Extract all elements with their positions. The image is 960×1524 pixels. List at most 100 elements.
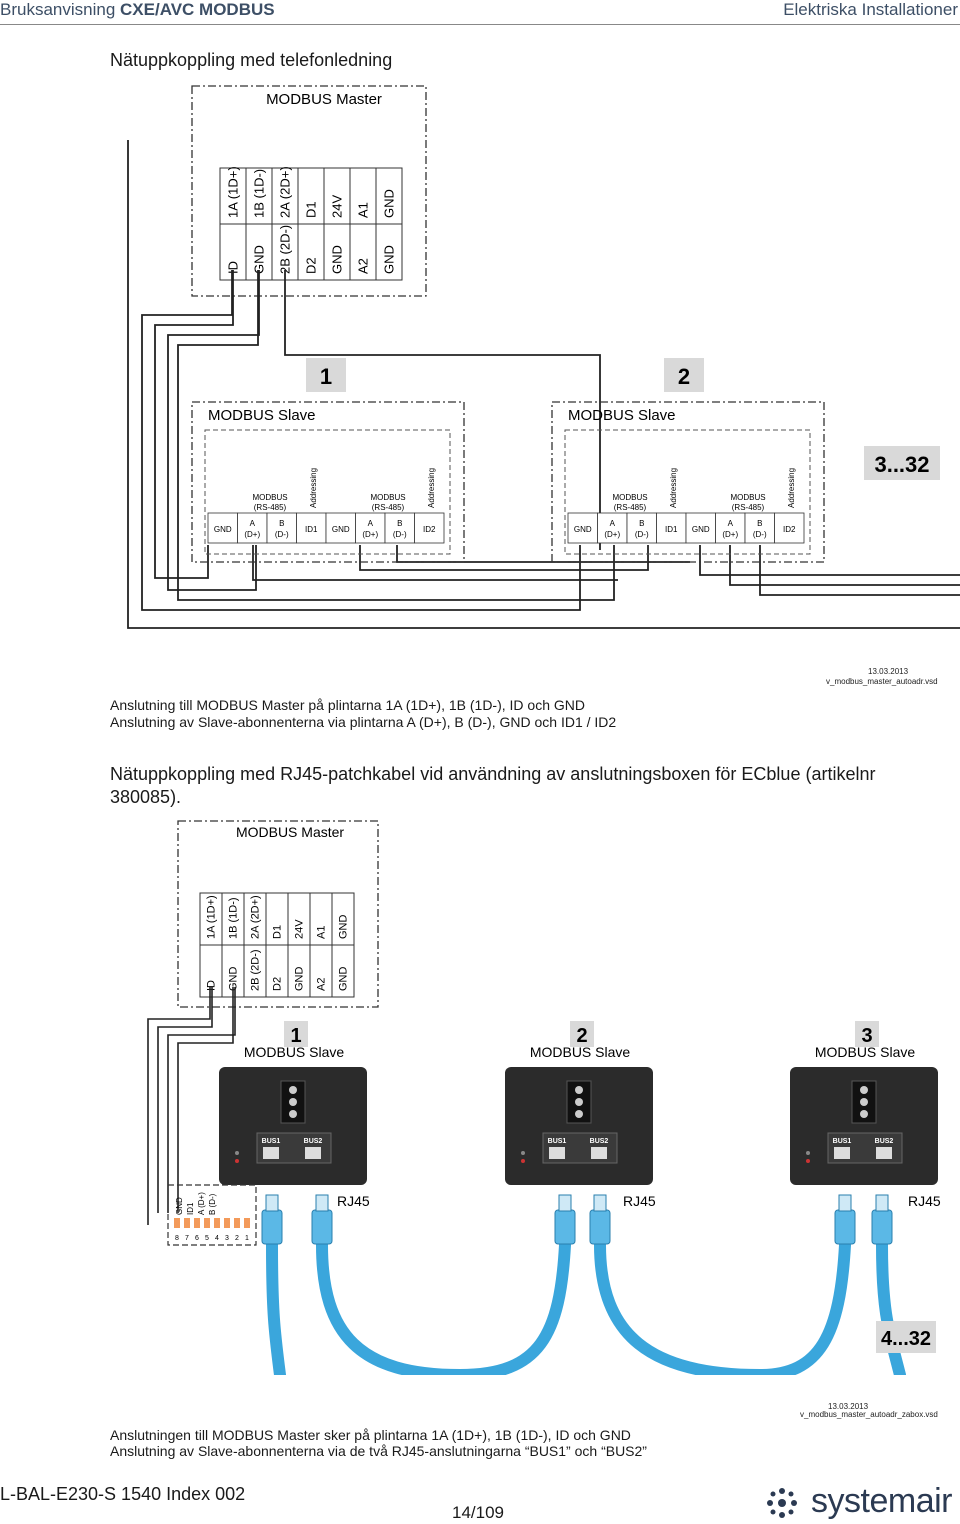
svg-text:3: 3 (225, 1235, 229, 1242)
d1-terminal-top-2: 2A (2D+) (277, 166, 292, 218)
slave2-terminal-2: B (639, 519, 644, 528)
svg-text:3: 3 (861, 1025, 872, 1047)
d1-terminal-bot-1: GND (251, 245, 266, 274)
d2-terminal-top-1: 1B (1D-) (228, 897, 240, 939)
slave2-modbus-group-0: MODBUS (612, 493, 647, 502)
svg-text:(RS-485): (RS-485) (614, 503, 647, 512)
svg-text:5: 5 (205, 1235, 209, 1242)
svg-text:4: 4 (215, 1235, 219, 1242)
range-badge-3-32 (864, 446, 940, 480)
slave2-terminal-0: GND (574, 525, 592, 534)
document-header: Bruksanvisning CXE/AVC MODBUS (0, 0, 275, 20)
svg-text:BUS1: BUS1 (262, 1138, 281, 1145)
doc-title: CXE/AVC MODBUS (120, 0, 275, 19)
slave2-terminal-6: B (757, 519, 762, 528)
master-label: MODBUS Master (266, 91, 382, 108)
systemair-logo: systemair (762, 1482, 952, 1523)
diagram2-caption-line2: Anslutning av Slave-abonnenterna via de … (110, 1443, 647, 1459)
slave1-terminal-3: ID1 (305, 525, 318, 534)
slave2-addressing-1: Addressing (787, 468, 796, 508)
slave2-modbus-group-1: MODBUS (730, 493, 765, 502)
svg-text:(D-): (D-) (275, 530, 289, 539)
d2-terminal-bot-4: GND (294, 967, 306, 992)
rj45-plug-4 (834, 1209, 856, 1245)
svg-text:3...32: 3...32 (874, 452, 929, 477)
svg-text:MODBUS Slave: MODBUS Slave (208, 407, 316, 424)
master-cables (141, 270, 615, 611)
blue-patch-cables (266, 1239, 906, 1375)
d1-terminal-bot-5: A2 (355, 258, 370, 274)
systemair-logo-icon (767, 1488, 798, 1519)
d2-terminal-bot-0: ID (206, 980, 218, 991)
doc-prefix: Bruksanvisning (0, 0, 116, 19)
slave2-addressing-0: Addressing (669, 468, 678, 508)
slave2-terminal-1: A (610, 519, 616, 528)
diagram1-caption-line1: Anslutning till MODBUS Master på plintar… (110, 697, 586, 713)
svg-text:(RS-485): (RS-485) (372, 503, 405, 512)
slave1-terminal-6: B (397, 519, 402, 528)
slave2-label-3: MODBUS Slave (815, 1044, 916, 1060)
slave2-terminal-4: GND (692, 525, 710, 534)
d1-terminal-top-0: 1A (1D+) (225, 166, 240, 218)
plug-label-3: B (D-) (208, 1193, 217, 1215)
plug-label-1: ID1 (186, 1202, 195, 1215)
rj45-label-2: RJ45 (623, 1193, 656, 1209)
rj45-plugs (261, 1194, 893, 1245)
rj45-plug-3 (589, 1209, 611, 1245)
d2-terminal-top-6: GND (338, 915, 350, 940)
slave2-badge-2 (570, 1021, 594, 1047)
diagram2-caption-line1: Anslutningen till MODBUS Master sker på … (110, 1427, 631, 1443)
logo-text: systemair (811, 1482, 952, 1520)
slave2-label-1: MODBUS Slave (244, 1044, 345, 1060)
slave1-modbus-group-1: MODBUS (370, 493, 405, 502)
slave1-badge (306, 358, 346, 392)
svg-text:4...32: 4...32 (881, 1328, 931, 1350)
rj45-label-1: RJ45 (337, 1193, 370, 1209)
svg-text:(D+): (D+) (722, 530, 738, 539)
slave2-terminal-5: A (728, 519, 734, 528)
d1-terminal-top-1: 1B (1D-) (251, 169, 266, 218)
diagram2-file-name: v_modbus_master_autoadr_zabox.vsd (800, 1410, 938, 1419)
slave2-terminal-7: ID2 (783, 525, 796, 534)
slave1-terminal-1: A (250, 519, 256, 528)
d1-terminal-bot-0: ID (225, 261, 240, 274)
d1-terminal-bot-4: GND (329, 245, 344, 274)
slave2-badge (664, 358, 704, 392)
d1-terminal-bot-3: D2 (303, 257, 318, 274)
slave2-terminal-3: ID1 (665, 525, 678, 534)
svg-text:(D+): (D+) (604, 530, 620, 539)
svg-text:MODBUS Slave: MODBUS Slave (568, 407, 676, 424)
svg-text:2: 2 (576, 1025, 587, 1047)
d2-terminal-bot-6: GND (338, 967, 350, 992)
d1-terminal-top-4: 24V (329, 195, 344, 218)
rj45-plug-5 (871, 1209, 893, 1245)
d2-terminal-top-4: 24V (294, 919, 306, 939)
slave1-terminal-5: A (368, 519, 374, 528)
plug-label-2: A (D+) (197, 1192, 206, 1215)
master2-label: MODBUS Master (236, 824, 344, 840)
plug-label-0: GND (175, 1197, 184, 1215)
d2-terminal-bot-1: GND (228, 967, 240, 992)
diagram1-file-date: 13.03.2013 (868, 667, 909, 676)
slave2-box (551, 401, 825, 563)
d2-terminal-bot-2: 2B (2D-) (250, 949, 262, 991)
d2-terminal-top-5: A1 (316, 926, 328, 939)
section-title: Elektriska Installationer (783, 0, 958, 19)
master-box (191, 85, 427, 297)
d1-terminal-bot-2: 2B (2D-) (277, 225, 292, 274)
slave1-terminal-2: B (279, 519, 284, 528)
diagram2-file-date: 13.03.2013 (828, 1402, 869, 1411)
svg-text:BUS2: BUS2 (304, 1138, 323, 1145)
rj45-plug-1 (311, 1209, 333, 1245)
svg-text:(RS-485): (RS-485) (254, 503, 287, 512)
svg-text:7: 7 (185, 1235, 189, 1242)
svg-text:BUS2: BUS2 (875, 1138, 894, 1145)
svg-text:1: 1 (245, 1235, 249, 1242)
d2-terminal-top-2: 2A (2D+) (250, 895, 262, 939)
d1-terminal-top-5: A1 (355, 202, 370, 218)
header-divider (0, 24, 960, 25)
